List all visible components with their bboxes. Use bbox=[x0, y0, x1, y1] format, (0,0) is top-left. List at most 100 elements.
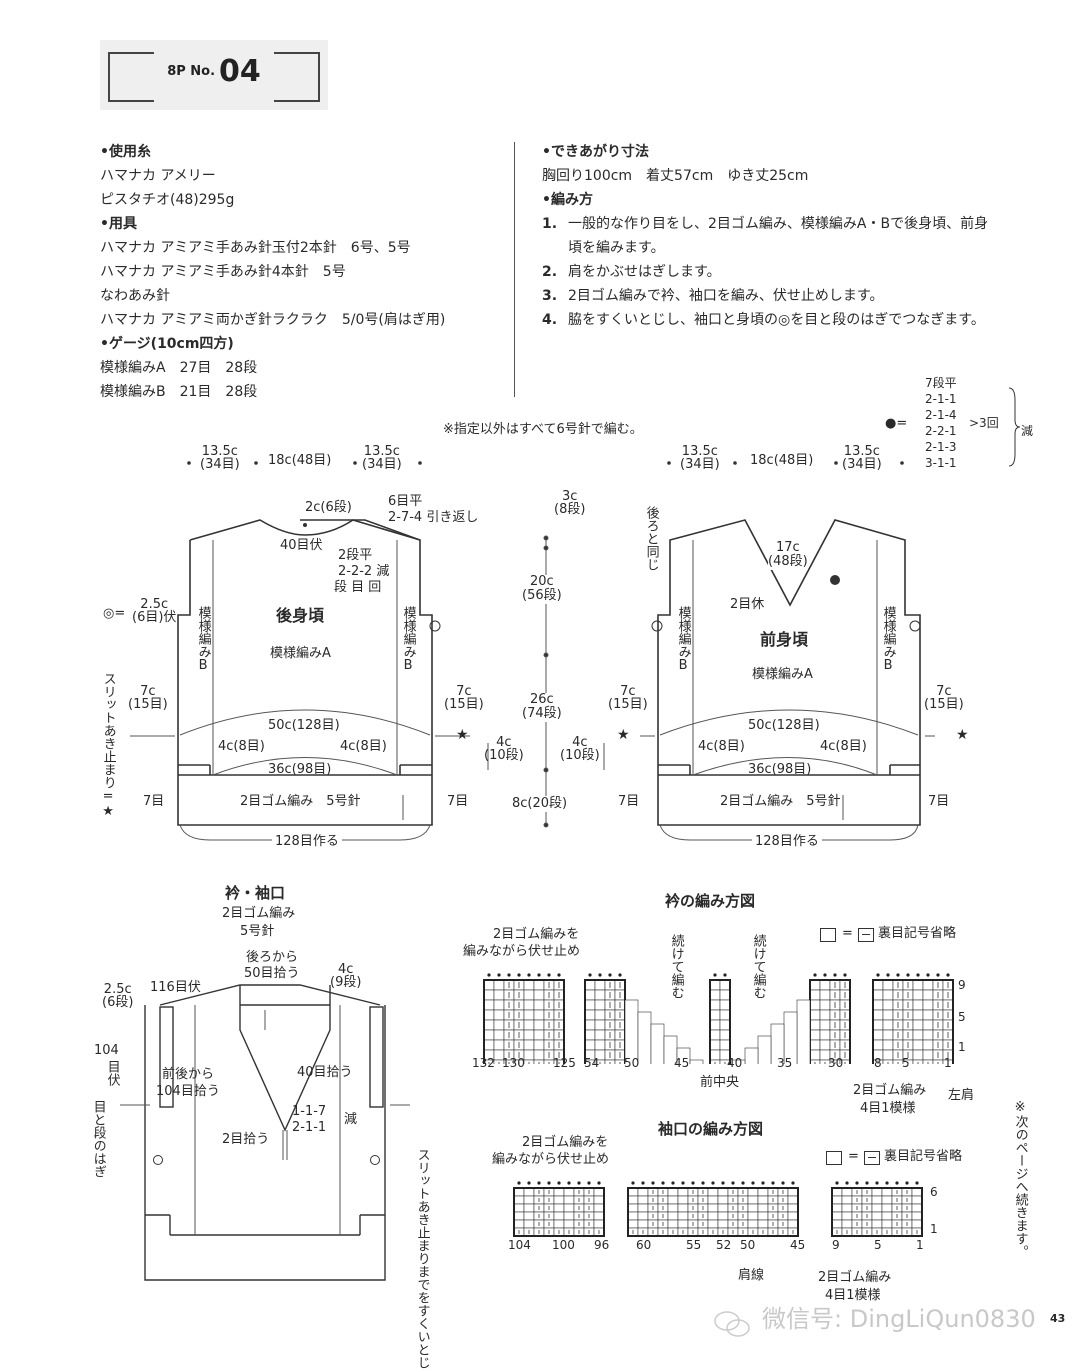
back-side-left: 7c(15目) bbox=[128, 685, 168, 711]
dim-slit-right: 4c(10段) bbox=[560, 736, 600, 762]
bindoff-dot bbox=[731, 1181, 735, 1185]
chart-cell bbox=[831, 1187, 843, 1197]
collar-row-label: 1 bbox=[958, 1040, 966, 1054]
collar-x-label: 35 bbox=[777, 1056, 793, 1070]
chart-cell bbox=[719, 1019, 731, 1031]
bindoff-dot bbox=[507, 973, 511, 977]
step-text: 2目ゴム編みで衿、袖口を編み、伏せ止めします。 bbox=[568, 288, 884, 304]
dim-body: 26c(74段) bbox=[522, 692, 562, 722]
dim-rows: (9段) bbox=[330, 975, 362, 990]
chart-cell bbox=[922, 1049, 934, 1061]
dim-cm: 7c bbox=[456, 684, 472, 699]
needle-note: ※指定以外はすべて6号針で編む。 bbox=[443, 422, 643, 437]
dot-symbol-equals: ●= bbox=[885, 416, 908, 431]
collar-row-label: 5 bbox=[958, 1010, 966, 1024]
neck-depth: 4c(9段) bbox=[330, 963, 361, 989]
chart-cell bbox=[493, 1029, 505, 1041]
chart-cell bbox=[483, 1039, 495, 1051]
front-center-hold: 2目休 bbox=[730, 597, 765, 612]
stair-step bbox=[650, 1023, 665, 1064]
chart-cell bbox=[912, 1049, 924, 1061]
chart-cell bbox=[809, 989, 821, 1001]
bindoff-dot bbox=[791, 1181, 795, 1185]
chart-cell bbox=[677, 1195, 689, 1205]
chart-cell bbox=[533, 999, 545, 1011]
chart-cell bbox=[882, 1039, 894, 1051]
back-b-width-right: 4c(8目) bbox=[340, 739, 387, 754]
bindoff-dot bbox=[896, 973, 900, 977]
bindoff-dot bbox=[701, 1181, 705, 1185]
chart-cell bbox=[719, 1039, 731, 1051]
chart-cell bbox=[912, 1029, 924, 1041]
stair-step bbox=[744, 1047, 759, 1064]
cuff-chart bbox=[513, 1181, 923, 1237]
chart-cell bbox=[627, 1187, 639, 1197]
bindoff-dot bbox=[497, 973, 501, 977]
chart-cell bbox=[717, 1187, 729, 1197]
yarn-brand: ハマナカ アメリー bbox=[100, 168, 216, 184]
dim-st: (15目) bbox=[128, 697, 168, 712]
chart-cell bbox=[627, 1203, 639, 1213]
chart-cell bbox=[922, 1029, 934, 1041]
chart-block-border bbox=[483, 979, 565, 1064]
dim-cm: 4c bbox=[496, 735, 512, 750]
bindoff-dot bbox=[875, 1181, 879, 1185]
cuff-x-label: 5 bbox=[874, 1238, 882, 1252]
dim-cm: 7c bbox=[620, 684, 636, 699]
armhole-symbol: ◎= bbox=[103, 606, 126, 621]
chart-cell bbox=[563, 1203, 575, 1213]
front-a-width: 36c(98目) bbox=[748, 762, 812, 777]
back-title: 後身頃 bbox=[276, 606, 325, 625]
dim-st: (15目) bbox=[608, 697, 648, 712]
chart-cell bbox=[523, 1187, 535, 1197]
chart-cell bbox=[523, 1049, 535, 1061]
chart-cell bbox=[819, 1019, 831, 1031]
cuff-rib-note-1: 2目ゴム編み bbox=[818, 1270, 892, 1285]
cuff-bindoff-1: 104 bbox=[94, 1043, 119, 1058]
chart-cell bbox=[594, 979, 606, 991]
tool-item: ハマナカ アミアミ手あみ針玉付2本針 6号、5号 bbox=[100, 240, 411, 256]
bindoff-dot bbox=[835, 1181, 839, 1185]
dim-cm: 7c bbox=[140, 684, 156, 699]
chart-cell bbox=[809, 1019, 821, 1031]
dim-st: (15目) bbox=[924, 697, 964, 712]
chart-cell bbox=[717, 1211, 729, 1221]
back-neck-depth: 2c(6段) bbox=[305, 500, 352, 515]
collar-x-label: 40 bbox=[727, 1056, 743, 1070]
chart-cell bbox=[594, 1009, 606, 1021]
bindoff-dot bbox=[713, 973, 717, 977]
chart-cell bbox=[523, 999, 535, 1011]
chart-cell bbox=[594, 999, 606, 1011]
chart-block-border bbox=[831, 1187, 923, 1237]
method-step: 2.肩をかぶせはぎします。 bbox=[542, 260, 1022, 284]
chart-cell bbox=[719, 979, 731, 991]
cuff-rib-note-2: 4目1模様 bbox=[825, 1288, 881, 1303]
yarn-heading: •使用糸 bbox=[100, 144, 151, 160]
chart-cell bbox=[594, 1029, 606, 1041]
bindoff-dot bbox=[751, 1181, 755, 1185]
bindoff-dot bbox=[721, 1181, 725, 1185]
step-number: 1. bbox=[542, 216, 558, 232]
chart-cell bbox=[787, 1187, 799, 1197]
bindoff-116: 116目伏 bbox=[150, 980, 201, 995]
chart-cell bbox=[523, 1029, 535, 1041]
chart-cell bbox=[717, 1195, 729, 1205]
dec-line: 7段平 bbox=[925, 376, 957, 390]
chart-cell bbox=[637, 1187, 649, 1197]
chart-cell bbox=[709, 989, 721, 1001]
chart-cell bbox=[871, 1203, 883, 1213]
dim-st: (15目) bbox=[444, 697, 484, 712]
chart-cell bbox=[513, 1203, 525, 1213]
chart-cell bbox=[912, 1019, 924, 1031]
collar-x-label: 50 bbox=[624, 1056, 640, 1070]
back-caston: 128目作る bbox=[272, 834, 342, 850]
chart-cell bbox=[757, 1203, 769, 1213]
knit-symbol-icon bbox=[826, 1151, 842, 1165]
dim-cm: 4c bbox=[572, 735, 588, 750]
chart-cell bbox=[533, 979, 545, 991]
chart-cell bbox=[493, 1019, 505, 1031]
chart-cell bbox=[584, 999, 596, 1011]
dim-top: 3c(8段) bbox=[554, 490, 585, 516]
chart-cell bbox=[922, 1009, 934, 1021]
chart-cell bbox=[553, 1203, 565, 1213]
